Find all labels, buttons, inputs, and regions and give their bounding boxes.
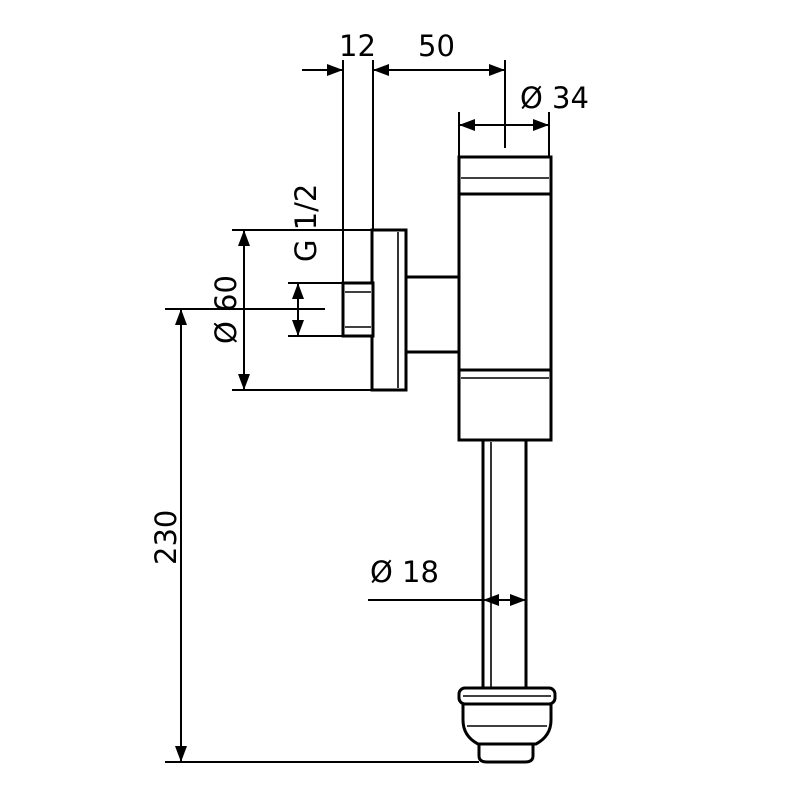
arrow-head (175, 746, 187, 762)
arrow-head (459, 119, 475, 131)
arrow-head (483, 594, 499, 606)
dim-label-12: 12 (339, 29, 376, 63)
dim-label-thread: G 1/2 (289, 184, 323, 262)
dim-label-diameter-18: Ø 18 (370, 555, 439, 589)
valve-body (457, 188, 553, 372)
dimension-diameter-18: Ø 18 (368, 555, 526, 606)
dimension-width-50: 50 (373, 29, 506, 148)
arrow-head (327, 64, 343, 76)
dim-label-diameter-34: Ø 34 (520, 81, 589, 115)
arrow-head (292, 283, 304, 299)
arrow-head (533, 119, 549, 131)
threaded-inlet (341, 281, 375, 338)
dimension-diameter-34: Ø 34 (458, 81, 589, 157)
arrow-head (510, 594, 526, 606)
dim-label-50: 50 (418, 29, 455, 63)
lower-collar (457, 368, 553, 442)
arrow-head (238, 230, 250, 246)
arrow-head (292, 320, 304, 336)
dim-label-230: 230 (149, 510, 183, 565)
pipe-connector-body (461, 702, 553, 746)
arrow-head (489, 64, 505, 76)
arrow-head (175, 309, 187, 325)
dimension-height-230: 230 (149, 308, 479, 763)
flush-pipe (481, 438, 528, 692)
dimension-thread: G 1/2 (288, 184, 343, 337)
arrow-head (238, 374, 250, 390)
wall-flange (370, 228, 408, 392)
push-button-cap (457, 155, 553, 196)
pipe-connector-lower (477, 742, 535, 764)
flush-valve-body (341, 155, 557, 764)
dimension-width-12: 12 (302, 29, 389, 283)
